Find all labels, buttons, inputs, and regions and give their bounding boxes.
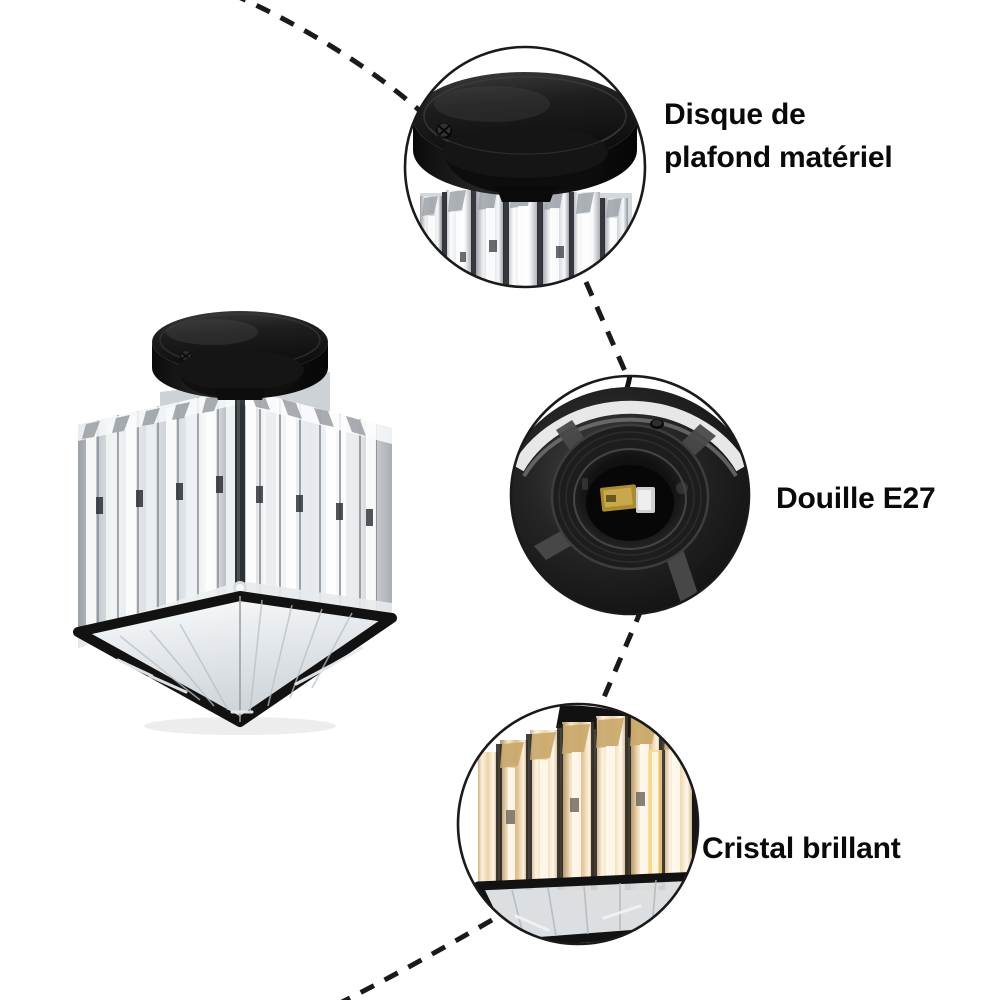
callout-label-crystal: Cristal brillant [702, 832, 901, 865]
disc-closeup-body [413, 72, 637, 202]
callout-label-socket: Douille E27 [776, 482, 936, 515]
callout-label-ceiling-disc: Disque de plafond matériel [664, 98, 893, 174]
detail-circle-crystal [456, 702, 700, 946]
crystal-bars-left-face [78, 388, 240, 648]
main-product-illustration [73, 311, 397, 735]
lit-bottom-panel [473, 871, 698, 944]
detail-circle-ceiling-disc [403, 45, 647, 289]
center-post [233, 390, 247, 596]
brass-contacts [600, 484, 655, 513]
bottom-glass-panel [73, 591, 397, 735]
crystal-bars-right-face [240, 388, 392, 618]
detail-circle-socket [509, 374, 751, 616]
ceiling-mount-disc-main [152, 311, 328, 400]
connector-top-incoming [239, 0, 434, 124]
connector-disc-to-socket [583, 280, 631, 380]
connector-socket-to-crystal [593, 607, 645, 717]
connector-crystal-outgoing [340, 917, 494, 1000]
connector-lines [239, 0, 645, 1000]
